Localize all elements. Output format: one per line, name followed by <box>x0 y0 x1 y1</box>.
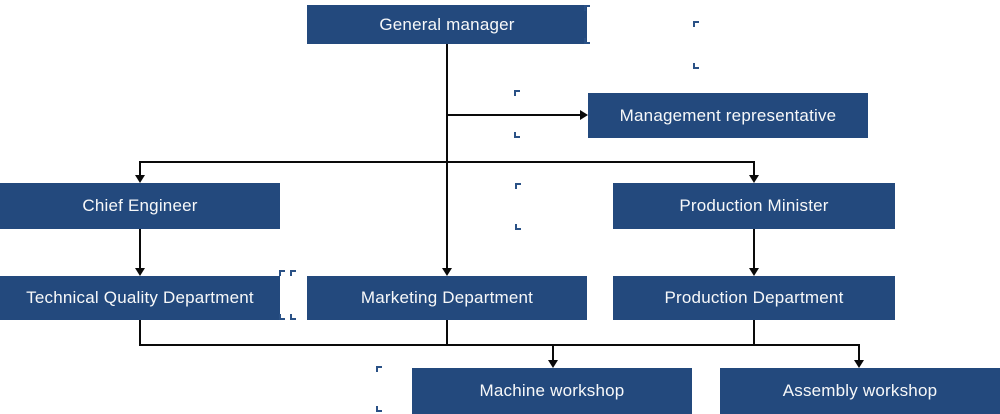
artifact-mark <box>515 183 521 189</box>
connector-ce-to-tq <box>139 229 141 269</box>
arrow-right-management-rep-icon <box>580 110 588 120</box>
node-label: Production Department <box>664 288 844 307</box>
connector-gm-to-management-rep <box>447 114 581 116</box>
artifact-mark <box>693 63 699 69</box>
artifact-mark <box>584 5 590 11</box>
arrow-down-assembly-workshop-icon <box>854 360 864 368</box>
connector-pm-to-pd <box>753 229 755 269</box>
arrow-down-marketing-icon <box>442 268 452 276</box>
node-technical-quality-department: Technical Quality Department <box>0 276 280 320</box>
artifact-mark <box>514 132 520 138</box>
node-label: Production Minister <box>679 196 829 215</box>
artifact-mark <box>376 366 382 372</box>
artifact-mark <box>584 38 590 44</box>
connector-gm-center-drop <box>446 44 448 268</box>
connector-drop-production-minister <box>753 161 755 176</box>
node-label: Machine workshop <box>479 381 625 400</box>
artifact-mark <box>514 90 520 96</box>
node-machine-workshop: Machine workshop <box>412 368 692 414</box>
connector-marketing-down <box>446 320 448 346</box>
artifact-mark <box>515 224 521 230</box>
artifact-mark <box>279 270 285 276</box>
node-chief-engineer: Chief Engineer <box>0 183 280 229</box>
artifact-mark <box>376 406 382 412</box>
connector-pd-down <box>753 320 755 346</box>
node-marketing-department: Marketing Department <box>307 276 587 320</box>
arrow-down-production-minister-icon <box>749 175 759 183</box>
connector-bottom-bus <box>139 344 860 346</box>
connector-mid-bus <box>139 161 755 163</box>
connector-tq-down <box>139 320 141 346</box>
artifact-mark <box>290 270 296 276</box>
node-label: Chief Engineer <box>82 196 198 215</box>
connector-drop-chief-engineer <box>139 161 141 176</box>
connector-drop-machine-workshop <box>552 344 554 361</box>
artifact-mark <box>279 314 285 320</box>
node-management-representative: Management representative <box>588 93 868 138</box>
arrow-down-chief-engineer-icon <box>135 175 145 183</box>
node-label: Management representative <box>619 105 837 125</box>
node-label: Technical Quality Department <box>26 288 254 307</box>
node-label: Assembly workshop <box>782 381 938 400</box>
node-assembly-workshop: Assembly workshop <box>720 368 1000 414</box>
artifact-mark <box>290 314 296 320</box>
arrow-down-machine-workshop-icon <box>548 360 558 368</box>
artifact-mark <box>693 21 699 27</box>
node-general-manager: General manager <box>307 5 587 44</box>
arrow-down-technical-quality-icon <box>135 268 145 276</box>
node-label: General manager <box>379 14 515 34</box>
node-label: Marketing Department <box>360 288 534 307</box>
node-production-department: Production Department <box>613 276 895 320</box>
node-production-minister: Production Minister <box>613 183 895 229</box>
arrow-down-production-dept-icon <box>749 268 759 276</box>
connector-drop-assembly-workshop <box>858 344 860 361</box>
